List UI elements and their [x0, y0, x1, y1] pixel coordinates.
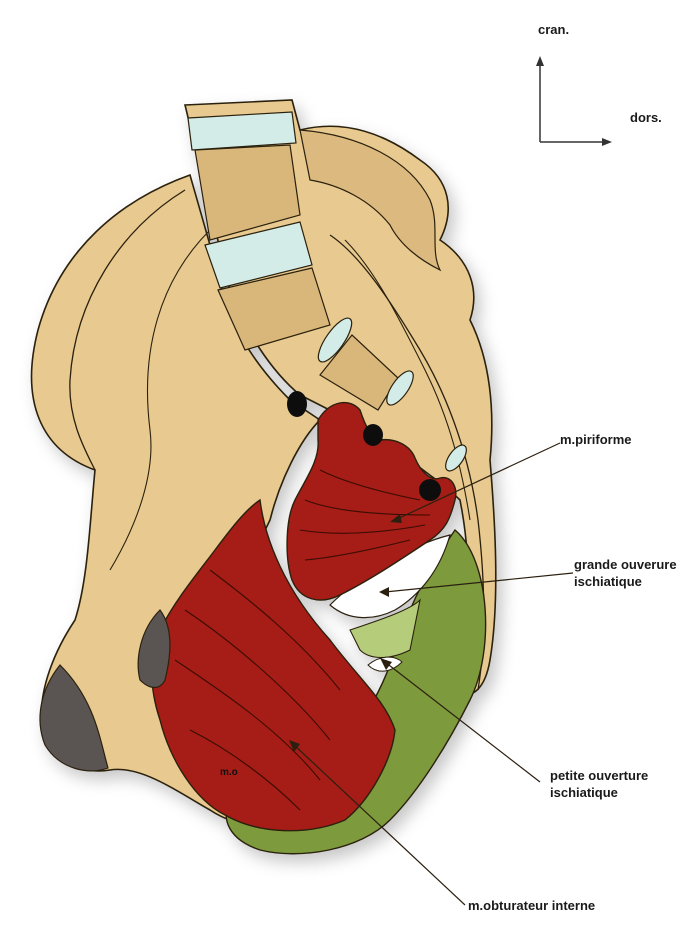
label-greater-sciatic-2: ischiatique	[574, 574, 642, 590]
label-greater-sciatic-1: grande ouverure	[574, 557, 677, 573]
sacral-foramen-1	[287, 391, 307, 417]
sacral-foramen-3	[419, 479, 441, 501]
label-obturator-internus: m.obturateur interne	[468, 898, 595, 914]
orientation-right-label: dors.	[630, 110, 662, 126]
sacral-foramen-2	[363, 424, 383, 446]
muscle-tag: m.o	[220, 767, 238, 778]
label-lesser-sciatic-1: petite ouverture	[550, 768, 648, 784]
arrow-right-icon	[602, 138, 612, 146]
arrow-up-icon	[536, 56, 544, 66]
orientation-up-label: cran.	[538, 22, 569, 38]
label-lesser-sciatic-2: ischiatique	[550, 785, 618, 801]
orientation-axes	[540, 62, 606, 142]
label-piriformis: m.piriforme	[560, 432, 632, 448]
intervertebral-disc-1	[188, 112, 296, 150]
